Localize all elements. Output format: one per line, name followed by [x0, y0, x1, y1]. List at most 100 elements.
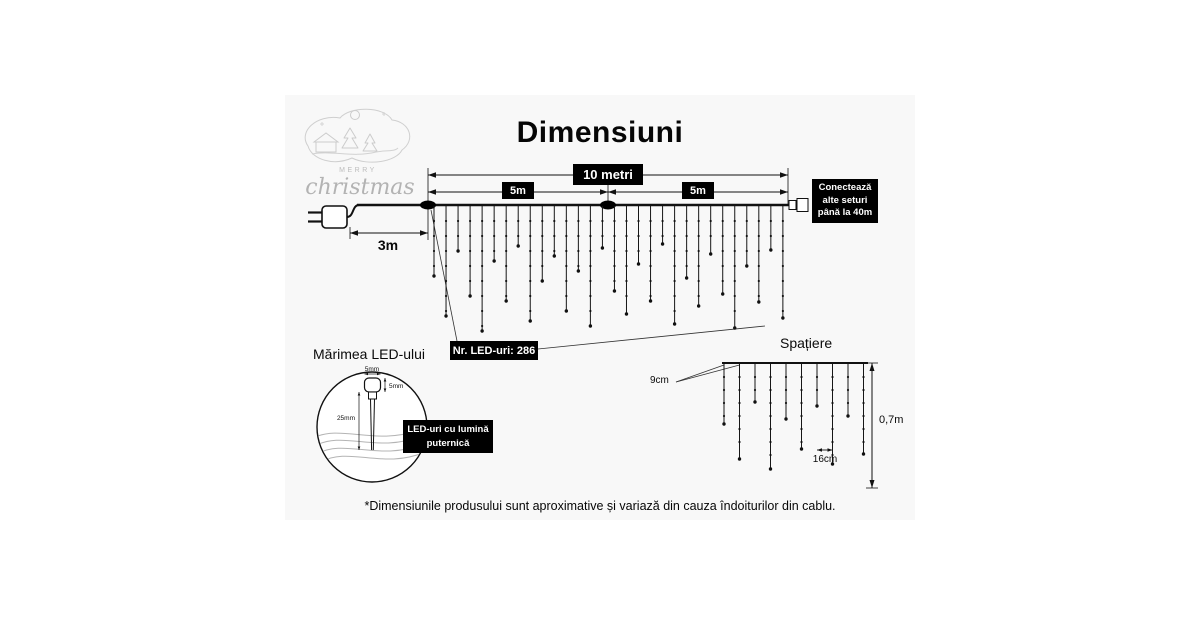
- led-count-box: Nr. LED-uri: 286: [450, 341, 538, 360]
- arrowhead: [869, 480, 875, 488]
- tree-icon: [362, 133, 378, 152]
- led-bulb: [529, 294, 532, 298]
- led-bulb: [649, 249, 652, 253]
- led-bulb: [738, 414, 741, 418]
- star-icon: [320, 112, 386, 126]
- led-bulb: [673, 249, 676, 253]
- page-title: Dimensiuni: [516, 116, 684, 149]
- led-bulb: [733, 279, 736, 283]
- led-bulb: [601, 234, 604, 238]
- arrowhead: [817, 448, 822, 452]
- led-bulb: [444, 234, 448, 238]
- spacing-drops-group: [722, 364, 866, 471]
- pointer-line: [675, 364, 740, 383]
- led-bulb-end: [753, 400, 757, 404]
- led-bulb-end: [492, 259, 496, 263]
- led-bulb: [456, 234, 460, 238]
- led-bulb: [769, 414, 772, 418]
- arrowhead: [600, 189, 608, 195]
- led-bulb: [517, 219, 520, 223]
- led-size-diagram: 5mm 5mm 25mm: [316, 366, 428, 483]
- led-bulb-end: [722, 422, 726, 426]
- led-bulb: [757, 219, 760, 223]
- led-bulb: [468, 249, 472, 253]
- led-bulb-end: [721, 292, 725, 296]
- led-bulb: [481, 219, 484, 223]
- led-bulb: [613, 219, 616, 223]
- pointer-line: [430, 209, 458, 342]
- led-bulb: [745, 219, 748, 223]
- led-bulb: [738, 440, 741, 444]
- arrowhead: [357, 392, 361, 396]
- house-roof-icon: [312, 132, 340, 143]
- arrowhead: [428, 172, 436, 178]
- led-bulb-end: [480, 329, 484, 333]
- ground-line: [311, 147, 399, 155]
- arrowhead: [364, 372, 368, 376]
- led-bulb: [481, 234, 484, 238]
- led-bulb: [721, 279, 724, 283]
- led-bulb: [831, 388, 834, 392]
- led-bulb: [846, 401, 850, 405]
- led-bulb: [685, 249, 688, 253]
- arrowhead: [383, 388, 387, 392]
- led-bulb: [721, 219, 724, 223]
- led-bulb: [733, 234, 736, 238]
- led-bulb: [697, 249, 700, 253]
- led-bulb: [722, 375, 726, 379]
- led-bulb-end: [708, 252, 713, 256]
- led-bulb: [738, 401, 741, 405]
- led-bulb: [685, 234, 688, 238]
- led-bulb: [745, 249, 748, 253]
- led-bulb: [738, 388, 741, 392]
- led-bulb-end: [444, 314, 448, 318]
- led-bulb: [757, 234, 760, 238]
- led-bulb: [673, 279, 676, 283]
- led-bulb: [784, 401, 788, 405]
- led-bulb-drawing: [363, 377, 382, 451]
- led-bulb: [529, 279, 532, 283]
- led-bulb: [625, 234, 628, 238]
- led-bulb: [565, 249, 568, 253]
- arrowhead: [869, 363, 875, 371]
- led-bulb: [862, 388, 865, 392]
- led-bulb: [733, 264, 736, 268]
- led-bulb: [625, 294, 628, 298]
- led-bulb-end: [564, 309, 569, 313]
- led-bulb: [733, 309, 736, 313]
- led-bulb-end: [769, 248, 773, 252]
- led-bulb: [831, 427, 834, 431]
- led-callout-box: LED-uri cu lumină puternică: [403, 420, 493, 453]
- led-bulb: [800, 401, 803, 405]
- led-bulb: [553, 219, 556, 223]
- led-bulb: [649, 234, 652, 238]
- led-bulb: [444, 219, 448, 223]
- led-bulb: [577, 234, 580, 238]
- pointer-line: [537, 325, 766, 350]
- led-bulb-end: [737, 457, 742, 461]
- led-bulb: [781, 264, 784, 268]
- led-bulb: [444, 294, 448, 298]
- led-bulb: [541, 234, 544, 238]
- led-bulb: [697, 279, 700, 283]
- led-bulb-end: [456, 249, 460, 253]
- led-bulb: [517, 234, 520, 238]
- led-bulb: [862, 440, 865, 444]
- led-bulb: [673, 309, 676, 313]
- led-bulb: [697, 234, 700, 238]
- led-bulb: [589, 249, 592, 253]
- led-bulb-end: [781, 316, 785, 320]
- led-bulb: [738, 375, 741, 379]
- led-bulb: [831, 375, 834, 379]
- led-bulb: [505, 219, 508, 223]
- connect-box-line: alte seturi: [822, 194, 868, 206]
- led-bulb: [697, 219, 700, 223]
- led-bulb-end: [468, 294, 472, 298]
- led-bulb: [769, 375, 772, 379]
- drop-between-label: 16cm: [812, 454, 838, 465]
- led-bulb-end: [612, 289, 617, 293]
- led-bulb: [745, 234, 748, 238]
- led-bulb: [505, 234, 508, 238]
- led-bulb: [769, 219, 772, 223]
